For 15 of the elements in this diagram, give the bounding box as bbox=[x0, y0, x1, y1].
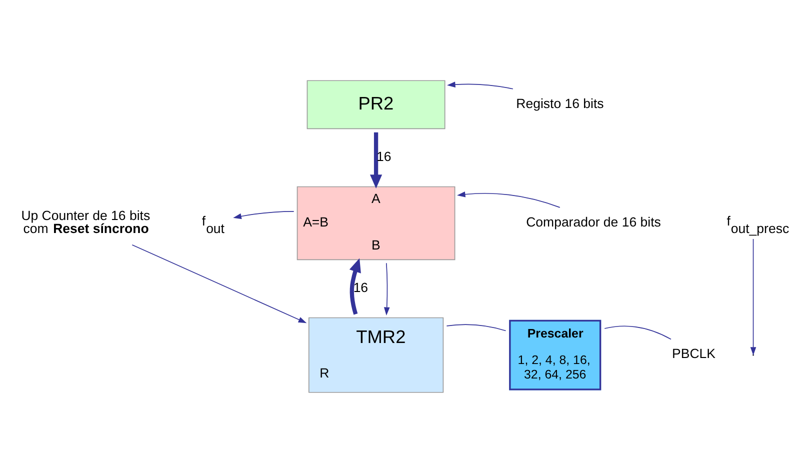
arrow bbox=[456, 190, 560, 208]
node-text: PBCLK bbox=[672, 346, 716, 361]
node-text: Registo 16 bits bbox=[516, 95, 604, 110]
arrow bbox=[384, 262, 390, 316]
arrow bbox=[233, 210, 294, 219]
arrow bbox=[132, 244, 307, 323]
arrow bbox=[349, 258, 361, 314]
node-text: Up Counter de 16 bits com Reset síncrono bbox=[21, 207, 150, 236]
connector bbox=[446, 324, 506, 331]
arrow bbox=[750, 238, 756, 355]
connector bbox=[604, 325, 672, 340]
edge-label: 16 bbox=[353, 279, 368, 294]
arrow bbox=[447, 81, 514, 89]
node-text: Comparador de 16 bits bbox=[526, 214, 661, 229]
arrow bbox=[370, 132, 382, 188]
